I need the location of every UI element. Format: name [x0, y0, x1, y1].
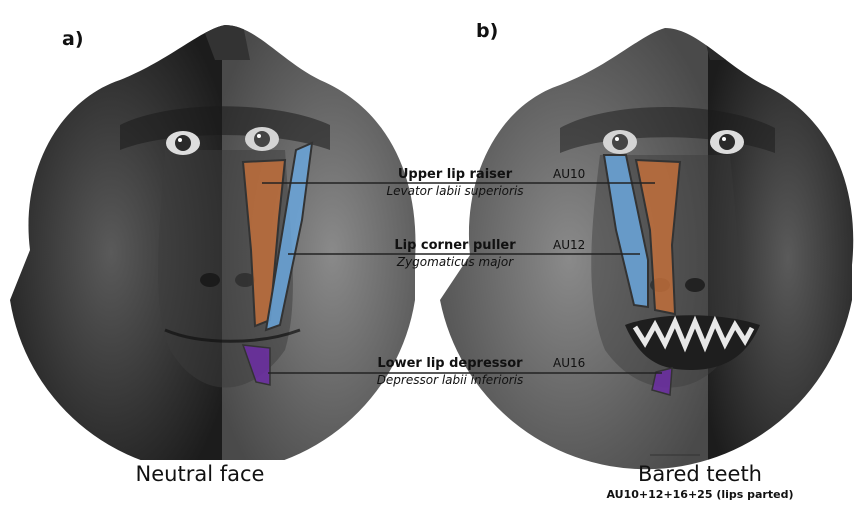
- bared-teeth-subcaption: AU10+12+16+25 (lips parted): [600, 488, 800, 501]
- bared-teeth-caption: Bared teeth: [600, 462, 800, 486]
- upper-lip-raiser-name: Upper lip raiser: [370, 167, 540, 183]
- lip-corner-puller-latin: Zygomaticus major: [370, 254, 540, 270]
- panel-a-letter: a): [62, 28, 84, 50]
- left-eye-a: [166, 131, 200, 155]
- lower-lip-depressor-label: Lower lip depressor Depressor labii infe…: [355, 356, 545, 388]
- lip-corner-puller-label: Lip corner puller Zygomaticus major: [370, 238, 540, 270]
- au12-code: AU12: [553, 238, 585, 252]
- au16-code: AU16: [553, 356, 585, 370]
- upper-lip-raiser-label: Upper lip raiser Levator labii superiori…: [370, 167, 540, 199]
- au10-code: AU10: [553, 167, 585, 181]
- panel-b-letter: b): [476, 20, 498, 42]
- neutral-face-caption: Neutral face: [100, 462, 300, 486]
- lower-lip-depressor-latin: Depressor labii inferioris: [355, 372, 545, 388]
- right-eye-b: [710, 130, 744, 154]
- bared-teeth-face-photo: [430, 0, 859, 470]
- lower-lip-depressor-name: Lower lip depressor: [355, 356, 545, 372]
- upper-lip-raiser-latin: Levator labii superioris: [370, 183, 540, 199]
- neutral-face-photo: [0, 0, 442, 460]
- left-eye-b: [603, 130, 637, 154]
- right-eye-a: [245, 127, 279, 151]
- lip-corner-puller-name: Lip corner puller: [370, 238, 540, 254]
